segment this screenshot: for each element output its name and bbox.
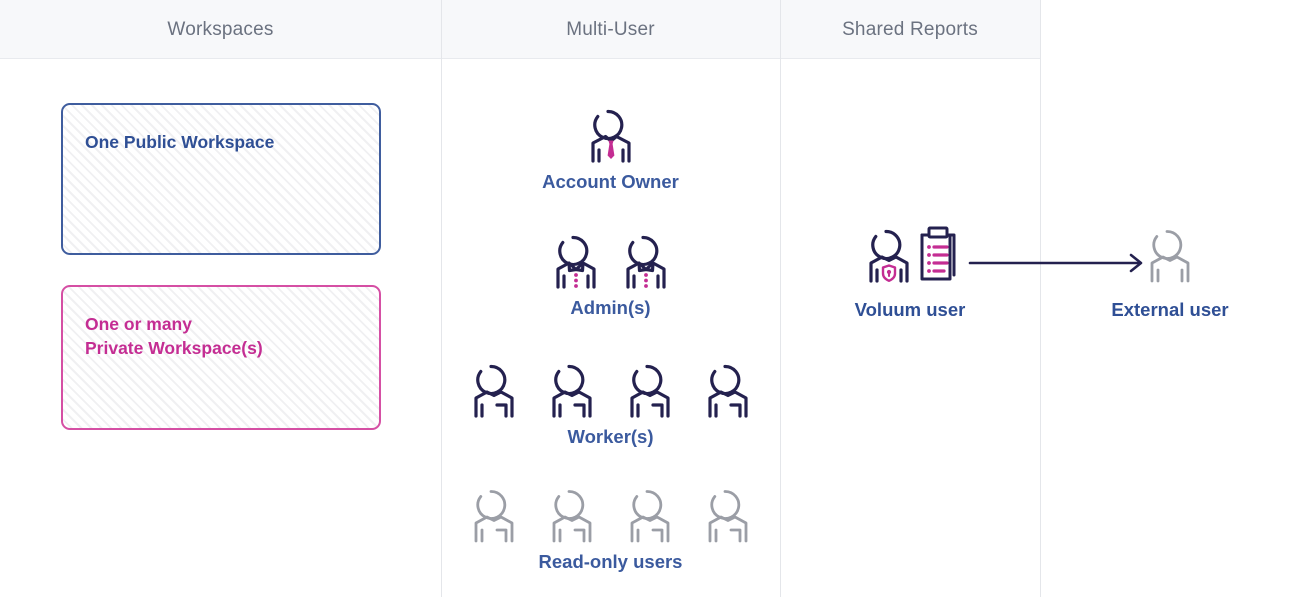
role-group-account-owner: Account Owner (441, 105, 780, 193)
person-collar-icon (555, 235, 596, 289)
arrow-right-icon (968, 253, 1143, 273)
person-slot (455, 485, 533, 545)
person-shield-icon (869, 229, 909, 283)
person-icon (707, 364, 748, 418)
role-group-admins: Admin(s) (441, 231, 780, 319)
column-divider-2 (780, 0, 781, 597)
column-header-multi-user: Multi-User (566, 19, 655, 40)
column-header-shared-reports: Shared Reports (842, 19, 978, 40)
admin-icons (441, 231, 780, 291)
person-tie-icon (590, 109, 631, 163)
person-slot (611, 485, 689, 545)
person-collar-icon (625, 235, 666, 289)
column-header-band (0, 0, 1040, 59)
person-slot (689, 485, 767, 545)
public-workspace-label: One Public Workspace (85, 132, 275, 152)
person-icon (552, 490, 591, 543)
account-owner-icons (441, 105, 780, 165)
person-slot (611, 360, 689, 420)
person-icon (1150, 230, 1190, 283)
person-icon (474, 490, 513, 543)
read-only-users-label: Read-only users (538, 551, 683, 572)
person-icon (708, 490, 747, 543)
person-slot (533, 360, 611, 420)
external-user-label: External user (1111, 299, 1229, 320)
clipboard-report-icon (920, 226, 956, 281)
voluum-user-label: Voluum user (854, 299, 966, 320)
worker-icons (441, 360, 780, 420)
person-slot (576, 105, 646, 165)
read-only-user-icons (441, 485, 780, 545)
admins-label: Admin(s) (570, 297, 651, 318)
person-icon (551, 364, 592, 418)
account-owner-label: Account Owner (542, 171, 679, 192)
role-group-workers: Worker(s) (441, 360, 780, 448)
person-icon (630, 490, 669, 543)
private-workspace-box[interactable]: One or many Private Workspace(s) (61, 285, 381, 430)
column-divider-1 (441, 0, 442, 597)
external-user-block: External user (1040, 225, 1300, 321)
person-icon (629, 364, 670, 418)
voluum-user-block: Voluum user (780, 225, 1040, 321)
private-workspace-label: One or many Private Workspace(s) (85, 314, 263, 358)
voluum-user-icons (780, 225, 1040, 287)
role-group-read-only-users: Read-only users (441, 485, 780, 573)
person-slot (541, 231, 611, 291)
person-slot (689, 360, 767, 420)
person-slot (533, 485, 611, 545)
workers-label: Worker(s) (567, 426, 654, 447)
person-icon (473, 364, 514, 418)
public-workspace-box[interactable]: One Public Workspace (61, 103, 381, 255)
person-slot (611, 231, 681, 291)
external-user-icons (1040, 225, 1300, 287)
column-divider-3 (1040, 0, 1041, 597)
column-header-workspaces: Workspaces (167, 19, 274, 40)
person-slot (455, 360, 533, 420)
